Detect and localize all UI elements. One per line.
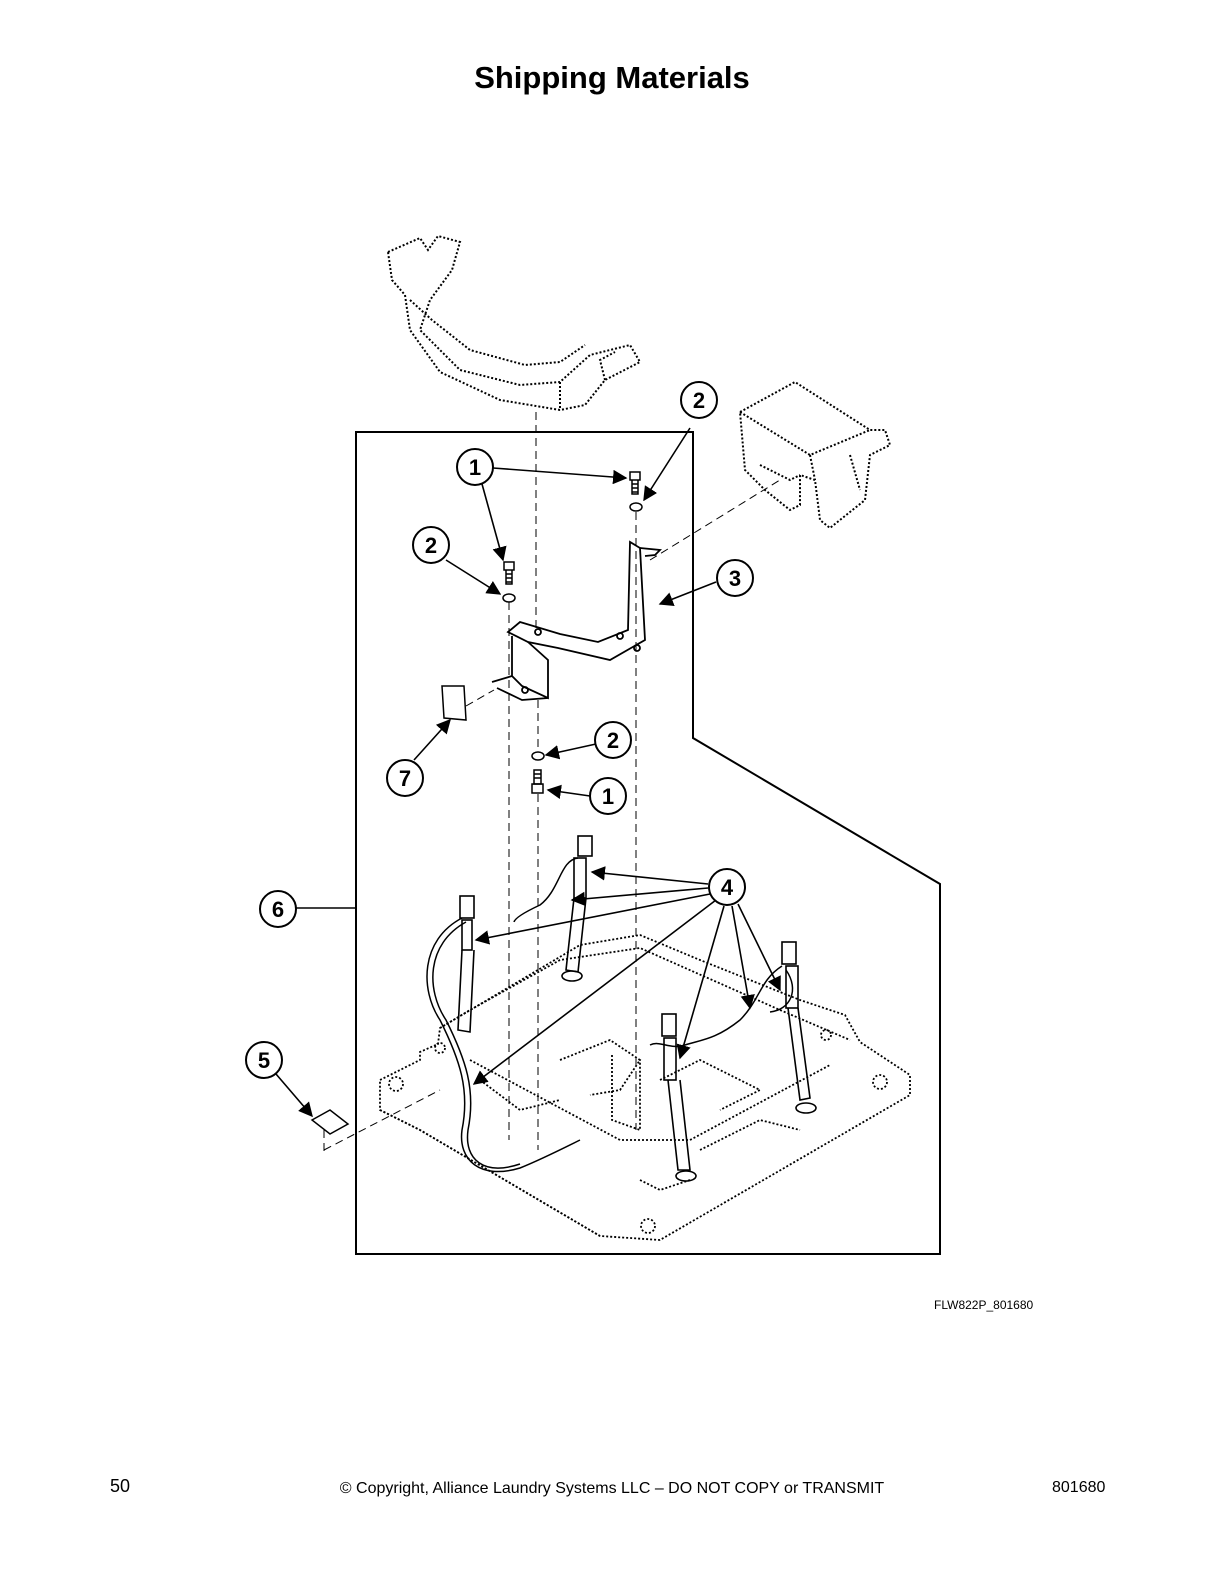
- callout-2-lower: 2: [594, 721, 632, 759]
- svg-text:5: 5: [258, 1048, 270, 1073]
- svg-text:1: 1: [602, 784, 614, 809]
- callout-1-top: 1: [456, 448, 494, 486]
- label-item-5: [310, 1109, 350, 1135]
- page-number: 50: [110, 1476, 131, 1496]
- alignment-lines: [323, 412, 781, 1156]
- kit-boundary: [355, 431, 941, 1255]
- svg-text:7: 7: [399, 766, 411, 791]
- bolt-top-right: [629, 471, 643, 512]
- svg-text:3: 3: [729, 566, 741, 591]
- callout-1-lower: 1: [589, 777, 627, 815]
- bolt-top-left: [502, 561, 516, 603]
- label-item-7: [441, 685, 467, 721]
- leader-lines: [275, 427, 781, 1118]
- callout-6: 6: [259, 890, 297, 928]
- base-frame: [379, 934, 911, 1241]
- wire-straps: [426, 857, 794, 1173]
- document-number: 801680: [1052, 1479, 1106, 1496]
- svg-text:1: 1: [469, 455, 481, 480]
- callout-2-top-right: 2: [680, 381, 718, 419]
- svg-text:2: 2: [607, 728, 619, 753]
- svg-text:2: 2: [425, 533, 437, 558]
- callout-2-left: 2: [412, 526, 450, 564]
- callout-7: 7: [386, 759, 424, 797]
- shipping-bracket: [491, 540, 662, 701]
- top-curved-bracket: [386, 234, 642, 412]
- copyright-notice: © Copyright, Alliance Laundry Systems LL…: [339, 1480, 885, 1497]
- callout-4: 4: [708, 868, 746, 906]
- callout-3: 3: [716, 559, 754, 597]
- right-reference-housing: [738, 380, 892, 530]
- bolt-lower: [531, 751, 545, 794]
- callout-5: 5: [245, 1041, 283, 1079]
- shock-absorbers: [457, 835, 817, 1182]
- svg-text:6: 6: [272, 897, 284, 922]
- page-title: Shipping Materials: [474, 60, 750, 95]
- figure-code: FLW822P_801680: [934, 1298, 1034, 1312]
- svg-text:4: 4: [721, 875, 734, 900]
- svg-text:2: 2: [693, 388, 705, 413]
